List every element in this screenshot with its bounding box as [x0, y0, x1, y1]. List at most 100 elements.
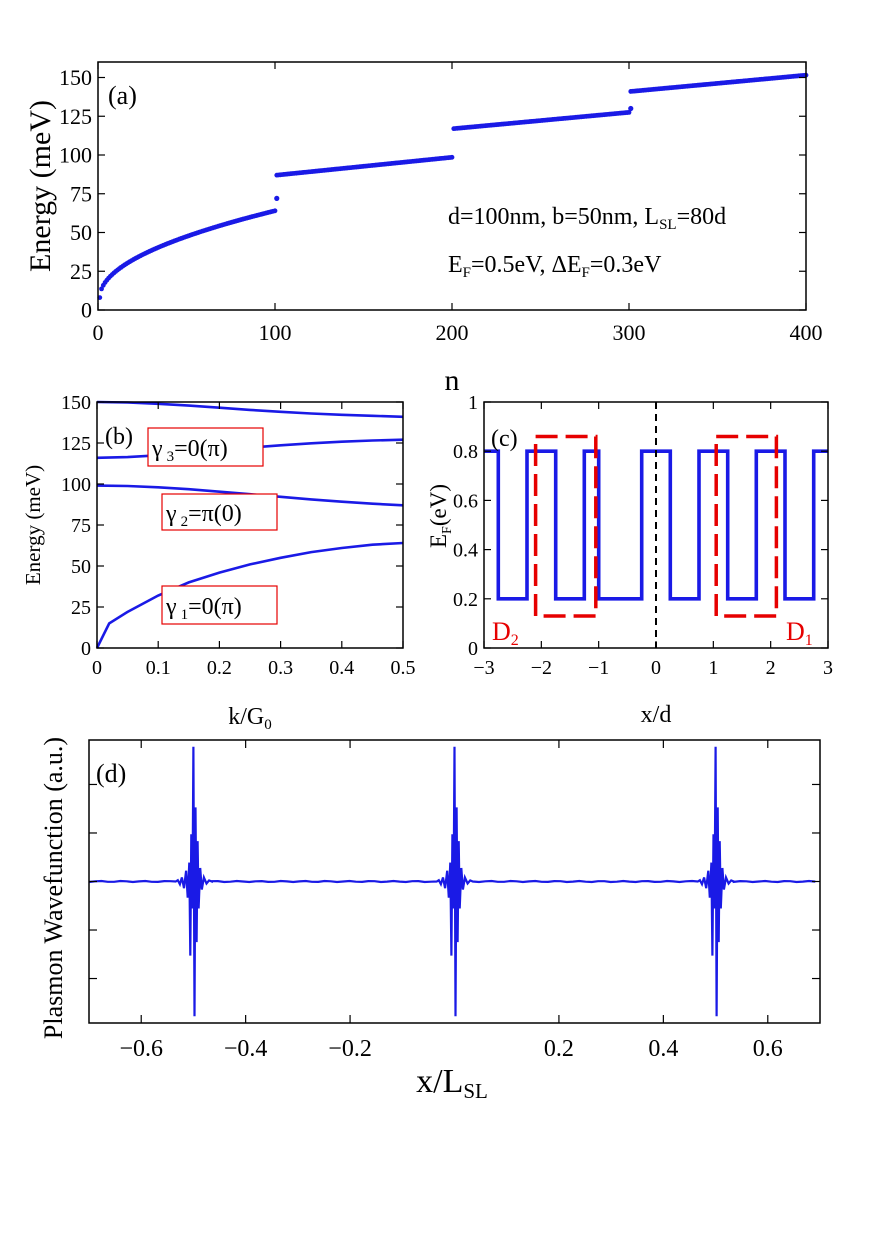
y-tick-label: 25 [71, 597, 91, 619]
x-tick-label: 0 [92, 657, 102, 679]
x-tick-label: 0 [93, 320, 104, 345]
energy-point [99, 286, 104, 292]
panel-a-ylabel: Energy (meV) [24, 100, 57, 272]
annotation-ef-sub: F [463, 265, 471, 281]
panel-c-ylabel-sub: F [440, 526, 455, 534]
domain-d2-name: D [492, 617, 511, 646]
domain-box [533, 434, 598, 618]
panel-d-marks [88, 746, 816, 1017]
zak-box-1 [161, 585, 278, 625]
x-tick-label: 3 [823, 657, 833, 679]
panel-b-xlabel-main: k/G [228, 704, 264, 730]
y-tick-label: 0 [468, 638, 478, 660]
panel-c-xlabel: x/d [641, 702, 672, 728]
energy-point [626, 109, 632, 115]
y-tick-label: 75 [71, 515, 91, 537]
panel-a-xlabel: n [445, 364, 460, 397]
annotation-ef-val: =0.5eV, ΔE [471, 252, 582, 278]
zak-sub-1: 1 [181, 607, 189, 623]
y-tick-label: 125 [59, 104, 92, 129]
band-line [96, 400, 404, 419]
edge-state-point [628, 105, 634, 112]
y-tick-label: 75 [70, 181, 92, 206]
x-tick-label: −1 [588, 657, 609, 679]
panel-b-xlabel-sub: 0 [264, 717, 272, 733]
x-tick-label: 0.6 [753, 1036, 783, 1062]
x-tick-label: 1 [708, 657, 718, 679]
panel-c-marks [484, 402, 828, 648]
panel-d-xlabel-sub: SL [463, 1079, 488, 1103]
y-tick-label: 150 [59, 65, 92, 90]
panel-c-ylabel-main: E [426, 534, 451, 548]
y-tick-label: 100 [59, 143, 92, 168]
x-tick-label: 300 [613, 320, 646, 345]
x-tick-label: −0.2 [328, 1036, 372, 1062]
y-tick-label: 25 [70, 259, 92, 284]
panel-b-label: (b) [105, 424, 133, 450]
zak-gamma-1: γ [165, 594, 177, 620]
panel-c-label: (c) [491, 426, 518, 452]
band-line [95, 541, 404, 649]
panel-b-xlabel: k/G0 [228, 704, 272, 733]
y-tick-label: 0 [81, 298, 92, 323]
panel-a-annotation-fermi: EF=0.5eV, ΔEF=0.3eV [448, 252, 662, 281]
x-tick-label: 400 [790, 320, 823, 345]
x-tick-label: 0.4 [648, 1036, 678, 1062]
y-tick-label: 0.8 [453, 441, 478, 463]
domain-label-d1: D1 [786, 617, 813, 649]
y-tick-label: 0 [81, 638, 91, 660]
x-tick-label: 0.1 [146, 657, 171, 679]
x-tick-label: 0.2 [544, 1036, 574, 1062]
panel-b-ylabel: Energy (meV) [21, 465, 45, 585]
zak-val-3: =0(π) [174, 436, 228, 462]
x-tick-label: −3 [473, 657, 494, 679]
energy-point [449, 154, 455, 160]
annotation-lsl-val: =80d [677, 204, 727, 230]
panel-c-ylabel-unit: (eV) [426, 484, 451, 526]
x-tick-label: 2 [766, 657, 776, 679]
panel-d-xlabel-main: x/L [416, 1063, 463, 1100]
x-tick-label: 0.2 [207, 657, 232, 679]
panel-d-label: (d) [96, 759, 126, 788]
x-tick-label: −0.6 [119, 1036, 163, 1062]
y-tick-label: 0.2 [453, 589, 478, 611]
y-tick-label: 100 [61, 474, 91, 496]
domain-d1-sub: 1 [805, 632, 813, 649]
panel-a-label: (a) [108, 81, 137, 110]
domain-d1-name: D [786, 617, 805, 646]
annotation-params-text: d=100nm, b=50nm, L [448, 204, 659, 230]
panel-d-ticks: −0.6 −0.4 −0.2 0.2 0.4 0.6 [89, 740, 820, 1062]
annotation-ef: E [448, 252, 463, 278]
x-tick-label: 0.4 [329, 657, 354, 679]
y-tick-label: 125 [61, 433, 91, 455]
zak-gamma-2: γ [165, 501, 177, 527]
zak-val-1: =0(π) [188, 594, 242, 620]
y-tick-label: 0.4 [453, 540, 478, 562]
y-tick-label: 0.6 [453, 490, 478, 512]
y-tick-label: 50 [71, 556, 91, 578]
energy-point [272, 208, 278, 214]
x-tick-label: −0.4 [224, 1036, 268, 1062]
edge-state-point [274, 195, 280, 201]
domain-d2-sub: 2 [511, 632, 519, 649]
x-tick-label: 200 [436, 320, 469, 345]
zak-sub-2: 2 [181, 514, 189, 530]
annotation-lsl-sub: SL [659, 217, 677, 233]
y-tick-label: 1 [468, 392, 478, 414]
zak-sub-3: 3 [167, 449, 175, 465]
zak-gamma-3: γ [151, 436, 163, 462]
domain-label-d2: D2 [492, 617, 519, 649]
panel-d-xlabel: x/LSL [416, 1063, 488, 1103]
annotation-def-val: =0.3eV [590, 252, 662, 278]
